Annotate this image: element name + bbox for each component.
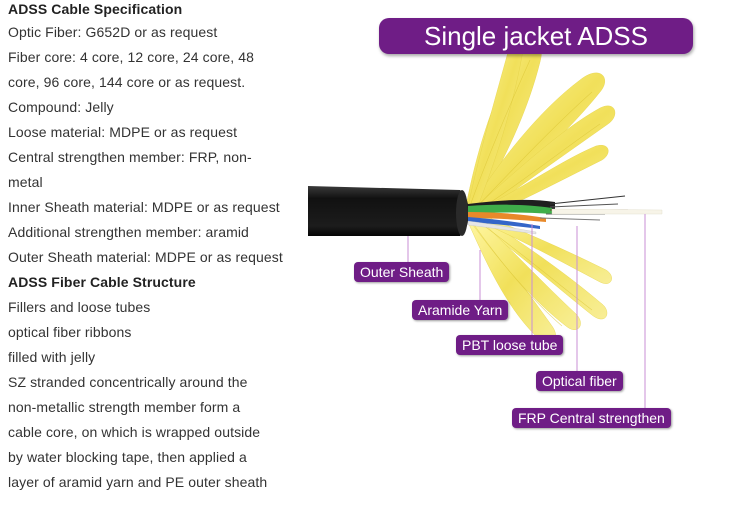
- spec-line: non-metallic strength member form a: [8, 399, 241, 415]
- section-heading: ADSS Cable Specification: [8, 1, 183, 17]
- label-aramide-yarn: Aramide Yarn: [412, 300, 509, 320]
- spec-line: cable core, on which is wrapped outside: [8, 424, 261, 440]
- spec-line: Fiber core: 4 core, 12 core, 24 core, 48: [8, 49, 255, 65]
- label-pbt-loose-tube: PBT loose tube: [456, 335, 564, 355]
- spec-line: Additional strengthen member: aramid: [8, 224, 249, 240]
- cable-illustration: [308, 40, 663, 410]
- leader-lines: [407, 214, 646, 410]
- cable-diagram: Single jacket ADSS Outer Sheath Aramide …: [300, 0, 731, 510]
- spec-line: metal: [8, 174, 43, 190]
- spec-line: Fillers and loose tubes: [8, 299, 151, 315]
- label-optical-fiber: Optical fiber: [536, 371, 623, 391]
- spec-line: Loose material: MDPE or as request: [8, 124, 238, 140]
- frp-central-member: [551, 208, 663, 215]
- aramid-yarn-upper: [465, 40, 616, 219]
- spec-line: core, 96 core, 144 core or as request.: [8, 74, 246, 90]
- spec-line: optical fiber ribbons: [8, 324, 132, 340]
- spec-line: Central strengthen member: FRP, non-: [8, 149, 252, 165]
- loose-tubes: [467, 199, 555, 235]
- spec-line: layer of aramid yarn and PE outer sheath: [8, 474, 268, 490]
- spec-line: Inner Sheath material: MDPE or as reques…: [8, 199, 280, 215]
- label-frp-central-strengthen: FRP Central strengthen: [512, 408, 671, 428]
- spec-line: Compound: Jelly: [8, 99, 114, 115]
- spec-line: Optic Fiber: G652D or as request: [8, 24, 218, 40]
- spec-line: filled with jelly: [8, 349, 96, 365]
- spec-line: SZ stranded concentrically around the: [8, 374, 248, 390]
- diagram-title: Single jacket ADSS: [379, 18, 693, 54]
- spec-line: by water blocking tape, then applied a: [8, 449, 247, 465]
- aramid-yarn-lower: [467, 214, 612, 343]
- spec-line: Outer Sheath material: MDPE or as reques…: [8, 249, 283, 265]
- section-heading: ADSS Fiber Cable Structure: [8, 274, 196, 290]
- outer-jacket: [308, 186, 469, 236]
- label-outer-sheath: Outer Sheath: [354, 262, 450, 282]
